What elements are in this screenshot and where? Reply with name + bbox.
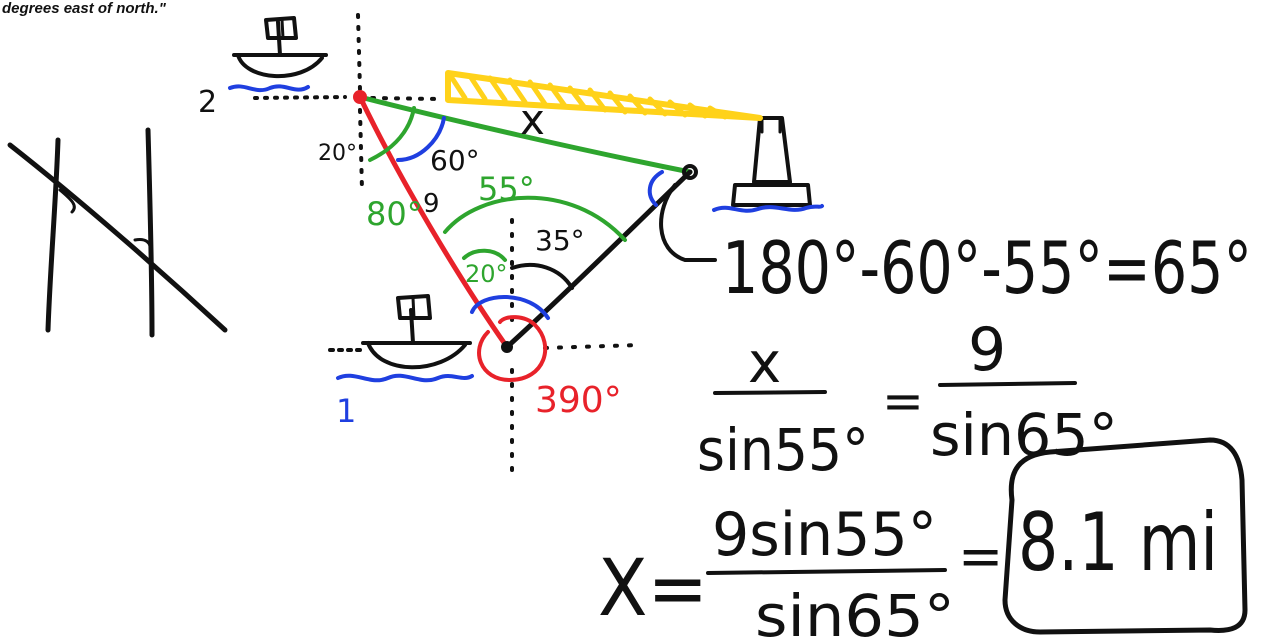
compass-axes-point1: [328, 218, 642, 477]
boat-2-label: 2: [198, 85, 217, 120]
angle-60-label: 60°: [430, 144, 480, 177]
angle-80-label: 80°: [366, 195, 423, 233]
parallel-lines-doodle: [7, 127, 228, 338]
answer-box: [1002, 437, 1248, 635]
solve-fraction-bar: [706, 568, 947, 575]
ratio-left-fraction-bar: [713, 390, 827, 395]
ratio-left-denominator: sin55°: [697, 416, 869, 484]
boat-2-icon: [228, 16, 328, 93]
angle-390-label: 390°: [535, 380, 622, 421]
angle-20-bottom-label: 20°: [465, 260, 508, 288]
boat-1-icon: [336, 294, 474, 383]
side-9-line: [357, 94, 510, 350]
ratio-right-fraction-bar: [938, 381, 1077, 387]
angle-arcs: [368, 106, 717, 382]
solve-equals: =: [958, 525, 1003, 588]
lighthouse-icon: [712, 116, 824, 213]
side-x-label: x: [520, 95, 545, 144]
ratio-equals: =: [882, 372, 924, 430]
third-angle-equation: 180°-60°-55°=65°: [722, 226, 1252, 310]
side-9-label: 9: [423, 189, 440, 219]
boat-1-label: 1: [336, 392, 356, 430]
angle-20-top-label: 20°: [318, 141, 357, 166]
compass-axes-point2: [253, 13, 442, 192]
solve-denominator: sin65°: [755, 582, 955, 644]
solve-numerator: 9sin55°: [712, 500, 937, 570]
angle-35-label: 35°: [535, 224, 585, 257]
angle-55-label: 55°: [478, 170, 535, 208]
answer-value: 8.1 mi: [1018, 496, 1218, 589]
ratio-right-numerator: 9: [968, 315, 1006, 385]
point-2-dot: [353, 90, 367, 104]
point-lighthouse-dot: [682, 164, 698, 180]
solve-lhs: X=: [598, 544, 708, 634]
side-x-line: [357, 94, 693, 175]
shaded-distance-region: [445, 70, 763, 121]
problem-text-fragment: degrees east of north.": [2, 0, 166, 17]
point-1-dot: [501, 341, 513, 353]
ratio-left-numerator: x: [748, 331, 781, 396]
